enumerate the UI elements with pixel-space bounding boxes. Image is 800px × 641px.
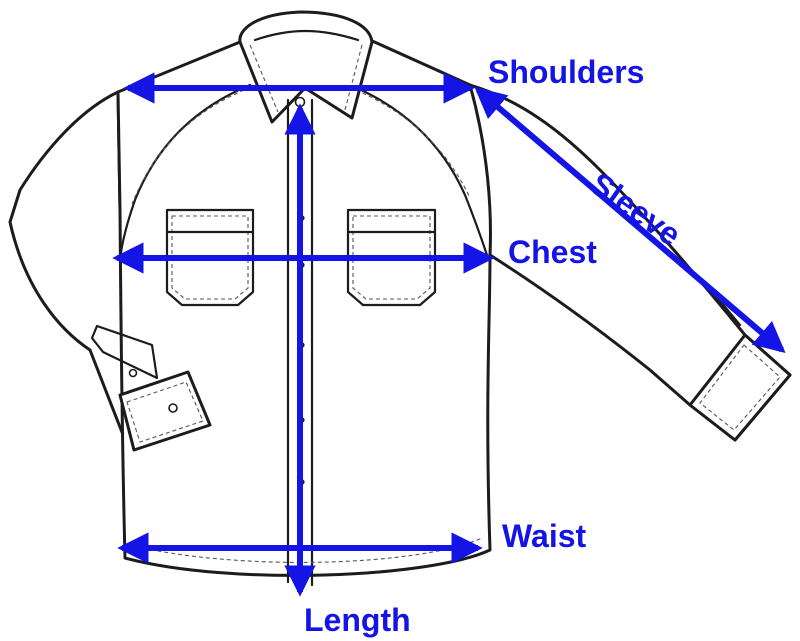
sleeve-arrow-icon: [474, 86, 786, 354]
cuff-button-icon: [168, 403, 178, 413]
chest-label: Chest: [508, 234, 597, 270]
left-cuff: [118, 370, 212, 452]
left-raglan-seam: [118, 83, 252, 262]
length-label: Length: [304, 602, 411, 638]
shoulders-label: Shoulders: [488, 54, 645, 90]
right-cuff: [688, 333, 792, 442]
measurement-arrows: [112, 72, 786, 597]
shirt-icon: [8, 10, 792, 587]
shirt-body: [116, 38, 492, 577]
collar-button-icon: [294, 96, 306, 108]
waist-label: Waist: [502, 518, 587, 554]
left-pocket: [165, 208, 255, 307]
right-pocket: [346, 208, 437, 307]
